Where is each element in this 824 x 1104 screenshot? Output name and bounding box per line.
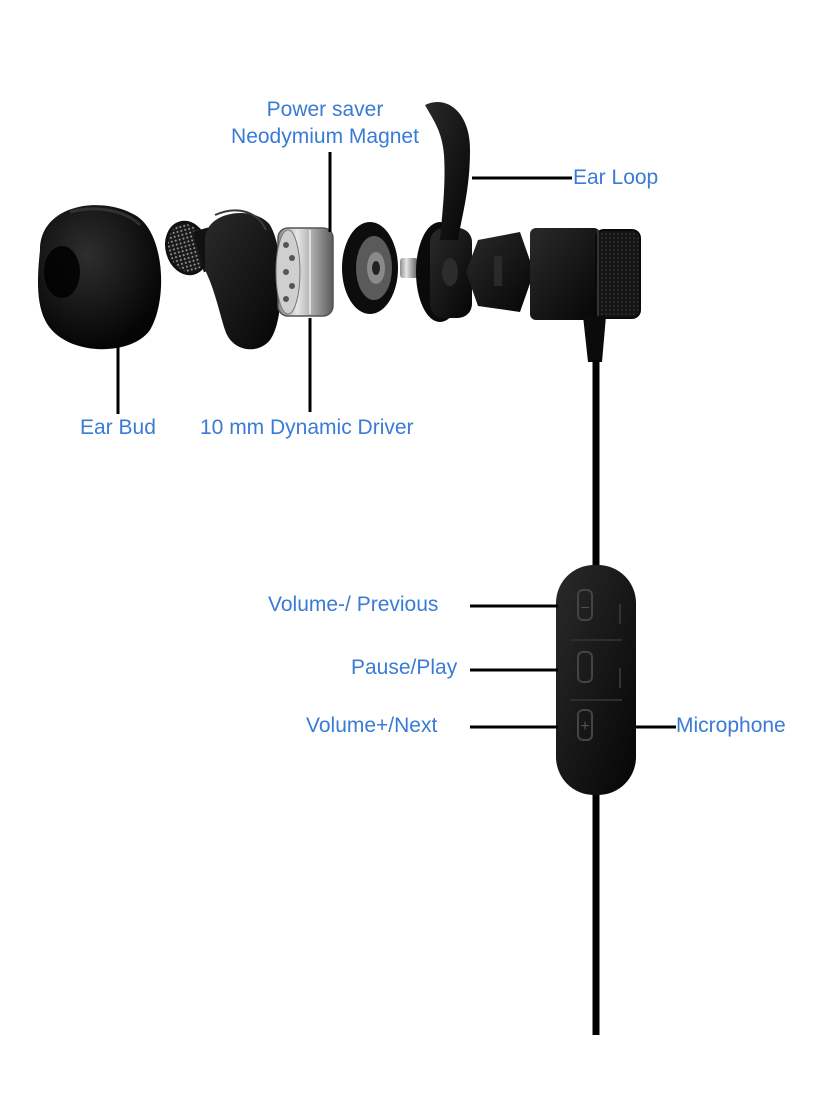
rear-housing-part (416, 222, 472, 322)
cable-part (583, 316, 606, 1035)
battery-body-part (530, 228, 641, 320)
minus-glyph-icon: – (581, 598, 589, 614)
label-neodymium-magnet: Neodymium Magnet (231, 125, 419, 148)
label-dynamic-driver: 10 mm Dynamic Driver (200, 416, 414, 439)
leader-lines (116, 152, 676, 729)
diaphragm-part (342, 222, 398, 314)
label-microphone: Microphone (676, 714, 786, 737)
volume-plus-button[interactable] (577, 709, 593, 741)
plus-glyph-icon: + (580, 718, 589, 735)
label-volume-plus-next: Volume+/Next (306, 714, 438, 737)
label-pause-play: Pause/Play (351, 656, 458, 679)
inline-remote-part: – + (556, 565, 636, 795)
connector-part (466, 232, 534, 312)
driver-post-part (400, 258, 418, 278)
label-ear-bud: Ear Bud (80, 416, 156, 439)
front-housing-part (205, 209, 282, 350)
pause-play-button[interactable] (577, 651, 593, 683)
label-power-saver: Power saver (266, 98, 384, 121)
dynamic-driver-part (275, 227, 334, 317)
label-ear-loop: Ear Loop (573, 166, 659, 189)
ear-bud-part (37, 205, 162, 350)
ear-loop-part (425, 102, 470, 240)
volume-minus-button[interactable] (577, 589, 593, 621)
label-volume-minus-previous: Volume-/ Previous (268, 593, 439, 616)
